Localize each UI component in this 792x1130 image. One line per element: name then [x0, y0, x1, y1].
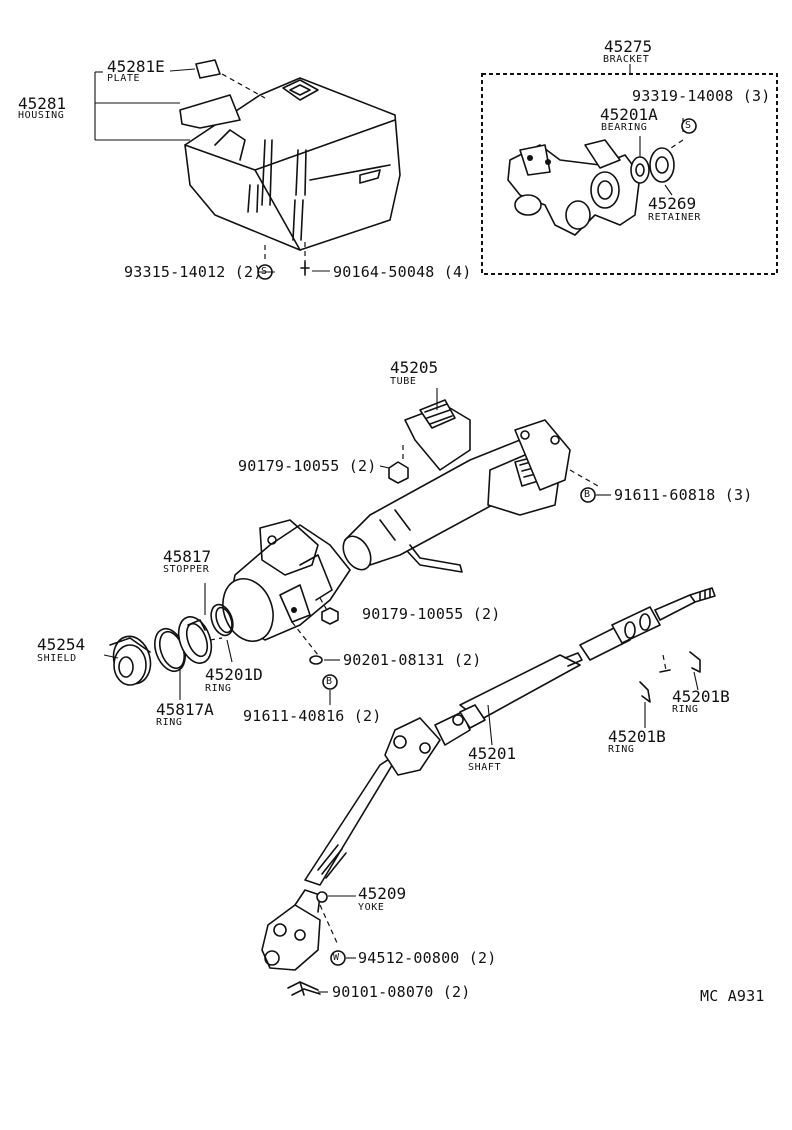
part-name-ring-45817A: RING — [156, 717, 183, 728]
symbol-s-left-letter: S — [261, 266, 268, 277]
part-number-45817A: 45817A — [156, 700, 214, 719]
tube-drawing — [342, 399, 571, 573]
part-name-ring-45201D: RING — [205, 683, 232, 694]
diagram-code: MC A931 — [700, 987, 765, 1005]
column-lower-bracket-drawing — [222, 519, 351, 642]
part-number-90101: 90101-08070 (2) — [332, 983, 471, 1001]
symbol-s-right-letter: S — [685, 120, 692, 131]
part-number-45201B-right: 45201B — [672, 687, 730, 706]
part-name-housing: HOUSING — [18, 110, 65, 121]
intermediate-shaft-drawing — [261, 704, 486, 971]
part-number-91611-40816: 91611-40816 (2) — [243, 707, 382, 725]
part-number-90164: 90164-50048 (4) — [333, 263, 472, 281]
bracket-drawing — [507, 139, 675, 236]
part-number-45201A: 45201A — [600, 105, 658, 124]
part-number-45817: 45817 — [163, 547, 212, 566]
part-name-stopper: STOPPER — [163, 564, 210, 575]
part-number-94512: 94512-00800 (2) — [358, 949, 497, 967]
ring-45201D-drawing — [210, 603, 234, 637]
part-name-yoke: YOKE — [358, 902, 385, 913]
part-name-shield: SHIELD — [37, 653, 77, 664]
symbol-b-tube-letter: B — [584, 489, 591, 500]
part-name-ring-45201B-left: RING — [608, 744, 635, 755]
part-name-ring-45201B-right: RING — [672, 704, 699, 715]
symbol-w-yoke-letter: W — [333, 952, 340, 963]
symbol-b-lower — [322, 674, 338, 690]
part-number-45205: 45205 — [390, 358, 439, 377]
symbol-w-yoke — [330, 950, 346, 966]
symbol-b-lower-letter: B — [326, 676, 333, 687]
part-name-bearing: BEARING — [601, 122, 648, 133]
part-number-91611-60818: 91611-60818 (3) — [614, 486, 753, 504]
part-number-45201: 45201 — [468, 744, 517, 763]
symbol-s-right — [681, 118, 697, 134]
part-number-93315: 93315-14012 (2) — [124, 263, 263, 281]
part-name-tube: TUBE — [390, 376, 417, 387]
plate-drawing — [195, 59, 221, 79]
shield-drawing — [109, 635, 152, 686]
part-number-45281: 45281 — [18, 94, 67, 113]
part-number-45275: 45275 — [604, 37, 653, 56]
part-number-45201D: 45201D — [205, 665, 263, 684]
stopper-drawing — [177, 616, 213, 664]
part-name-plate: PLATE — [107, 73, 141, 84]
housing-drawing — [179, 77, 401, 251]
part-number-45254: 45254 — [37, 635, 86, 654]
part-number-45201B-left: 45201B — [608, 727, 666, 746]
part-number-90201: 90201-08131 (2) — [343, 651, 482, 669]
part-number-93319: 93319-14008 (3) — [632, 87, 771, 105]
part-number-90179-upper: 90179-10055 (2) — [238, 457, 377, 475]
symbol-b-tube — [580, 487, 596, 503]
part-number-45281E: 45281E — [107, 57, 165, 76]
part-number-45209: 45209 — [358, 884, 407, 903]
shaft-drawing — [459, 587, 716, 721]
part-name-retainer: RETAINER — [648, 212, 701, 223]
part-name-shaft: SHAFT — [468, 762, 502, 773]
part-name-bracket: BRACKET — [603, 54, 650, 65]
part-number-90179-lower: 90179-10055 (2) — [362, 605, 501, 623]
part-number-45269: 45269 — [648, 194, 697, 213]
